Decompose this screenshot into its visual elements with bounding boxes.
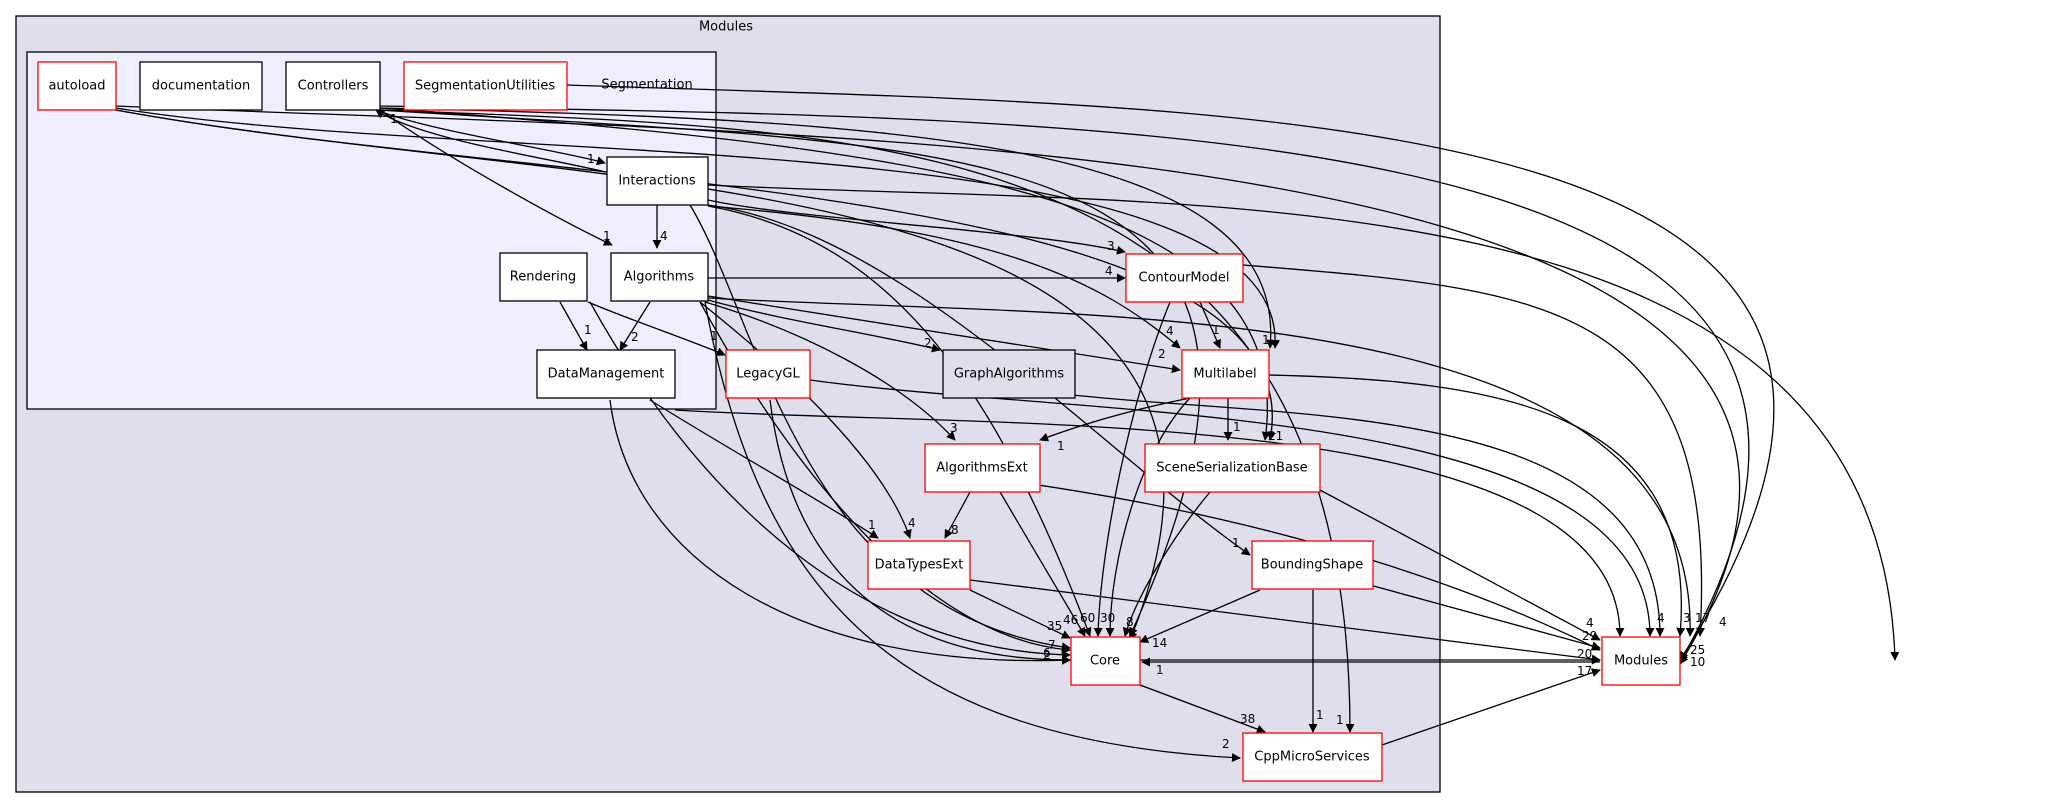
node-contour-model-label: ContourModel — [1139, 271, 1230, 286]
edge-label: 4 — [1657, 611, 1665, 625]
node-algorithms[interactable]: Algorithms — [610, 252, 709, 302]
edge-label: 3 — [1107, 239, 1115, 253]
node-legacy-gl[interactable]: LegacyGL — [725, 349, 811, 399]
node-multilabel[interactable]: Multilabel — [1181, 349, 1270, 399]
node-rendering[interactable]: Rendering — [499, 252, 588, 302]
edge-label: 2 — [1222, 737, 1230, 751]
edge-label: 30 — [1100, 611, 1115, 625]
node-interactions-label: Interactions — [618, 174, 696, 189]
edge-label: 10 — [1690, 655, 1705, 669]
node-modules-external[interactable]: Modules — [1601, 636, 1681, 686]
edge-label: 1 — [1233, 420, 1241, 434]
edge-label: 3 — [950, 421, 958, 435]
edge-label: 20 — [1577, 647, 1592, 661]
node-modules-external-label: Modules — [1614, 654, 1668, 669]
node-bounding-shape-label: BoundingShape — [1261, 558, 1363, 573]
edge-label: 4 — [1719, 615, 1727, 629]
edge-label: 8 — [1126, 615, 1134, 629]
edge-label: 17 — [1695, 611, 1710, 625]
edge-label: 1 — [1262, 333, 1270, 347]
edge-label: 2 — [1043, 648, 1051, 662]
node-documentation-label: documentation — [152, 79, 250, 94]
edge-label: 1 — [390, 112, 398, 126]
node-segmentation-utilities-label: SegmentationUtilities — [415, 79, 556, 94]
edge-label: 1 — [603, 229, 611, 243]
edge-label: 35 — [1047, 619, 1062, 633]
edge-label: 4 — [1105, 264, 1113, 278]
edge-label: 17 — [1577, 664, 1592, 678]
node-algorithms-ext-label: AlgorithmsExt — [936, 461, 1027, 476]
edge-label: 1 — [584, 323, 592, 337]
edge-label: 1 — [710, 329, 718, 343]
node-scene-serialization-base-label: SceneSerializationBase — [1156, 461, 1307, 476]
node-data-types-ext-label: DataTypesExt — [875, 558, 964, 573]
node-graph-algorithms-label: GraphAlgorithms — [954, 367, 1065, 382]
edge-label: 1 — [1212, 323, 1220, 337]
edge-label: 46 — [1063, 613, 1078, 627]
edge-label: 1 — [868, 518, 876, 532]
node-segmentation-utilities[interactable]: SegmentationUtilities — [403, 61, 568, 111]
node-cpp-micro-services-label: CppMicroServices — [1254, 750, 1370, 765]
edge-label: 4 — [908, 516, 916, 530]
edge-label: 3 — [1683, 611, 1691, 625]
node-autoload-label: autoload — [48, 79, 105, 94]
node-algorithms-ext[interactable]: AlgorithmsExt — [924, 443, 1041, 493]
edge-label: 60 — [1080, 611, 1095, 625]
node-scene-serialization-base[interactable]: SceneSerializationBase — [1144, 443, 1321, 493]
node-graph-algorithms[interactable]: GraphAlgorithms — [942, 349, 1076, 399]
edge-label: 4 — [1586, 616, 1594, 630]
edge-label: 2 — [631, 330, 639, 344]
edge-label: 25 — [1690, 643, 1705, 657]
edge-label: 1 — [1336, 713, 1344, 727]
edge-label: 2 — [924, 336, 932, 350]
node-data-management-label: DataManagement — [548, 367, 665, 382]
edge-label: 14 — [1152, 636, 1167, 650]
edge-label: 38 — [1240, 712, 1255, 726]
node-interactions[interactable]: Interactions — [606, 156, 709, 206]
edge-label: 4 — [1166, 324, 1174, 338]
node-cpp-micro-services[interactable]: CppMicroServices — [1242, 732, 1383, 782]
node-rendering-label: Rendering — [510, 270, 576, 285]
edge-label: 1 — [1316, 708, 1324, 722]
edge-label: 29 — [1582, 629, 1597, 643]
edge-label: 21 — [1268, 429, 1283, 443]
node-legacy-gl-label: LegacyGL — [736, 367, 800, 382]
edge-label: 6 — [1043, 646, 1051, 660]
node-controllers-label: Controllers — [298, 79, 369, 94]
node-core-label: Core — [1090, 654, 1120, 669]
cluster-modules-label: Modules — [699, 20, 753, 35]
edge-labels: 1 1 1 4 3 4 1 2 1 2 2 4 1 1 1 21 1 3 8 1… — [390, 112, 1727, 751]
node-contour-model[interactable]: ContourModel — [1125, 253, 1244, 303]
edge-label: 1 — [1232, 536, 1240, 550]
node-algorithms-label: Algorithms — [624, 270, 695, 285]
edge-label: 1 — [1057, 439, 1065, 453]
edge-label: 8 — [951, 523, 959, 537]
node-data-management[interactable]: DataManagement — [536, 349, 676, 399]
node-data-types-ext[interactable]: DataTypesExt — [867, 540, 971, 590]
edge-label: 1 — [587, 152, 595, 166]
node-documentation[interactable]: documentation — [139, 61, 263, 111]
node-core[interactable]: Core — [1070, 636, 1141, 686]
node-bounding-shape[interactable]: BoundingShape — [1251, 540, 1374, 590]
edge-label: 1 — [1156, 663, 1164, 677]
node-autoload[interactable]: autoload — [37, 61, 117, 111]
node-controllers[interactable]: Controllers — [285, 61, 381, 111]
node-multilabel-label: Multilabel — [1193, 367, 1256, 382]
cluster-segmentation-label: Segmentation — [601, 78, 692, 93]
edge-label: 4 — [660, 229, 668, 243]
edge-label: 2 — [1158, 347, 1166, 361]
edge-label: 7 — [1048, 638, 1056, 652]
